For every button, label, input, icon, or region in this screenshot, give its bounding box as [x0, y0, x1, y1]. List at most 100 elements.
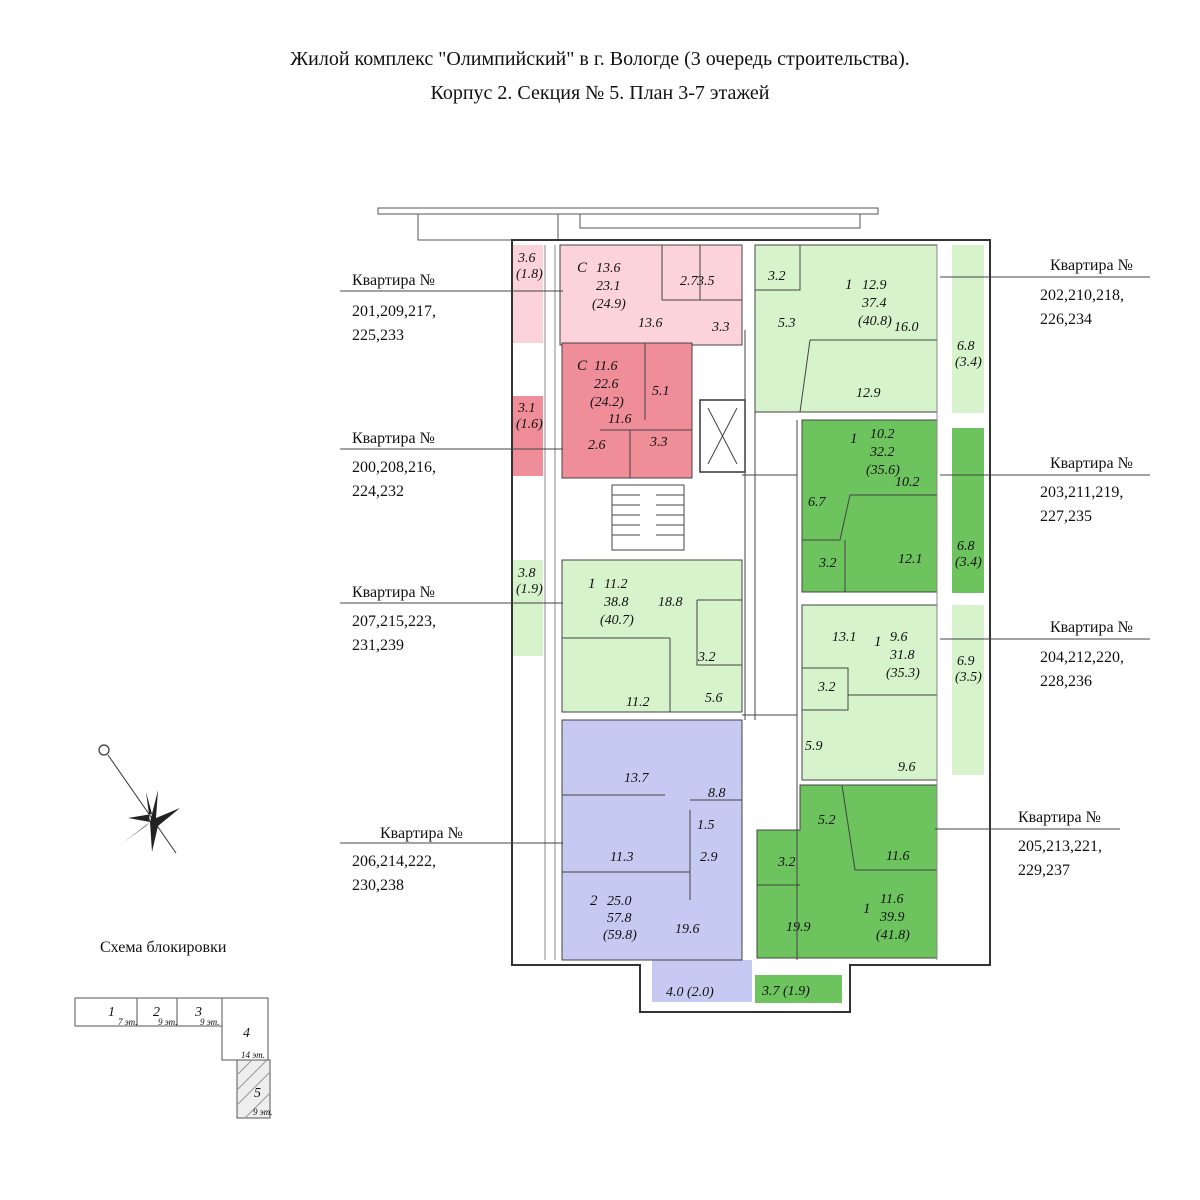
apartment-204-balcony [952, 605, 984, 775]
apartment-202-room-1: 3.2 [767, 269, 786, 284]
apartment-206-balcony [652, 960, 752, 1002]
apartment-201-area [560, 245, 742, 345]
apartment-202-living: 12.9 [862, 278, 887, 293]
apartment-206-room-5: 2.9 [700, 850, 718, 865]
block-section-3: 3 [194, 1005, 202, 1020]
apartment-203-total-balcony: (35.6) [866, 463, 900, 478]
apartment-203[interactable]: 1 10.2 32.2 (35.6) 10.2 6.7 3.2 12.1 6.8… [801, 419, 984, 593]
block-section-5: 5 [254, 1086, 261, 1101]
apartment-203-room-3: 3.2 [818, 556, 837, 571]
label-apartment-202: Квартира № 202,210,218, 226,234 [1040, 257, 1133, 328]
label-apartment-200: Квартира № 200,208,216, 224,232 [352, 430, 436, 500]
apartment-205-room-2: 11.6 [886, 849, 909, 864]
apartment-200-balcony-reduced: (1.6) [516, 417, 543, 432]
apartment-205-area [757, 785, 937, 958]
apartment-204-area [802, 605, 937, 780]
apartment-203-balcony [952, 428, 984, 593]
apartment-207-balcony-area: 3.8 [517, 566, 536, 581]
apartment-200-room-4: 3.3 [649, 435, 668, 450]
apartment-201-type: С [577, 260, 588, 276]
block-floors-1: 7 эт. [118, 1017, 137, 1027]
compass-rose-icon [98, 744, 180, 854]
apartment-207-room-1: 18.8 [658, 595, 683, 610]
apartment-206[interactable]: 2 25.0 57.8 (59.8) 13.7 8.8 1.5 11.3 2.9… [561, 719, 752, 1002]
apartment-200-balcony-area: 3.1 [517, 401, 536, 416]
apartment-205-balcony [755, 975, 842, 1003]
label-apartment-203: Квартира № 203,211,219, 227,235 [1040, 455, 1133, 525]
apartment-207[interactable]: 1 11.2 38.8 (40.7) 18.8 3.2 11.2 5.6 3.8… [513, 559, 743, 713]
apartment-202-room-3: 5.3 [778, 316, 796, 331]
label-204-numbers-1: 204,212,220, [1040, 649, 1124, 666]
label-201-title: Квартира № [352, 272, 435, 289]
apartment-202-balcony-area: 6.8 [957, 339, 975, 354]
label-206-numbers-1: 206,214,222, [352, 853, 436, 870]
apartment-201-balcony [513, 245, 543, 343]
label-205-numbers-1: 205,213,221, [1018, 838, 1102, 855]
label-207-numbers-1: 207,215,223, [352, 613, 436, 630]
apartment-205-living: 11.6 [880, 892, 903, 907]
apartment-200-room-3: 2.6 [588, 438, 606, 453]
apartment-201-balcony-reduced: (1.8) [516, 267, 543, 282]
apartment-205-total-balcony: (41.8) [876, 928, 910, 943]
apartment-206-type: 2 [590, 893, 598, 909]
apartment-202-type: 1 [845, 277, 853, 293]
label-203-numbers-1: 203,211,219, [1040, 484, 1123, 501]
apartment-207-living: 11.2 [604, 577, 627, 592]
apartment-200-living: 11.6 [594, 359, 617, 374]
apartment-204[interactable]: 1 9.6 31.8 (35.3) 13.1 3.2 5.9 9.6 6.9 (… [801, 604, 984, 781]
apartment-206-balcony-label: 4.0 (2.0) [666, 985, 714, 1000]
top-facade [377, 207, 879, 241]
label-201-numbers-2: 225,233 [352, 327, 404, 344]
apartment-207-type: 1 [588, 576, 596, 592]
apartment-207-total: 38.8 [603, 595, 629, 610]
apartment-206-room-2: 8.8 [708, 786, 726, 801]
apartment-202[interactable]: 1 12.9 37.4 (40.8) 3.2 16.0 5.3 12.9 6.8… [754, 244, 984, 413]
label-206-numbers-2: 230,238 [352, 877, 404, 894]
block-floors-2: 9 эт. [158, 1017, 177, 1027]
apartment-200-type: С [577, 358, 588, 374]
apartment-207-room-3: 11.2 [626, 695, 649, 710]
apartment-206-total: 57.8 [607, 911, 632, 926]
label-205-title: Квартира № [1018, 809, 1101, 826]
apartment-201[interactable]: С 13.6 23.1 (24.9) 13.6 2.7 3.5 3.3 3.6 … [513, 244, 743, 346]
label-205-numbers-2: 229,237 [1018, 862, 1070, 879]
apartment-202-balcony-reduced: (3.4) [955, 355, 982, 370]
apartment-205-room-4: 19.9 [786, 920, 811, 935]
label-207-numbers-2: 231,239 [352, 637, 404, 654]
apartment-203-room-2: 6.7 [808, 495, 827, 510]
label-200-numbers-1: 200,208,216, [352, 459, 436, 476]
block-section-1: 1 [108, 1005, 115, 1020]
apartment-201-room-1: 13.6 [638, 316, 663, 331]
label-apartment-201: Квартира № 201,209,217, 225,233 [352, 272, 436, 344]
block-scheme: Схема блокировки 1 2 3 4 5 7 эт. 9 эт. 9… [74, 939, 272, 1119]
label-apartment-206: Квартира № 206,214,222, 230,238 [352, 825, 463, 894]
block-section-2: 2 [153, 1005, 160, 1020]
apartment-204-type: 1 [874, 634, 882, 650]
apartment-206-room-3: 1.5 [697, 818, 715, 833]
apartment-206-area [562, 720, 742, 960]
apartment-204-room-1: 13.1 [832, 630, 857, 645]
apartment-206-room-1: 13.7 [624, 771, 650, 786]
block-floors-5: 9 эт. [253, 1107, 272, 1117]
apartment-201-balcony-area: 3.6 [517, 251, 536, 266]
apartment-201-room-4: 3.3 [711, 320, 730, 335]
apartment-204-balcony-reduced: (3.5) [955, 670, 982, 685]
apartment-200-total-balcony: (24.2) [590, 395, 624, 410]
apartment-207-room-4: 5.6 [705, 691, 723, 706]
apartment-206-living: 25.0 [607, 894, 632, 909]
apartment-203-type: 1 [850, 431, 858, 447]
apartment-205-room-3: 3.2 [777, 855, 796, 870]
apartment-207-room-2: 3.2 [697, 650, 716, 665]
apartment-202-area [755, 245, 937, 412]
apartment-205-room-1: 5.2 [818, 813, 836, 828]
plan-title-line1: Жилой комплекс "Олимпийский" в г. Вологд… [290, 48, 910, 70]
apartment-204-total-balcony: (35.3) [886, 666, 920, 681]
apartment-201-room-2: 2.7 [680, 274, 699, 289]
apartment-203-total: 32.2 [869, 445, 895, 460]
apartment-200-balcony [513, 396, 543, 476]
label-200-numbers-2: 224,232 [352, 483, 404, 500]
apartment-205[interactable]: 1 11.6 39.9 (41.8) 5.2 11.6 3.2 19.9 3.7… [755, 784, 938, 1003]
apartment-201-total-balcony: (24.9) [592, 297, 626, 312]
apartment-200[interactable]: С 11.6 22.6 (24.2) 11.6 5.1 2.6 3.3 3.1 … [513, 342, 693, 479]
